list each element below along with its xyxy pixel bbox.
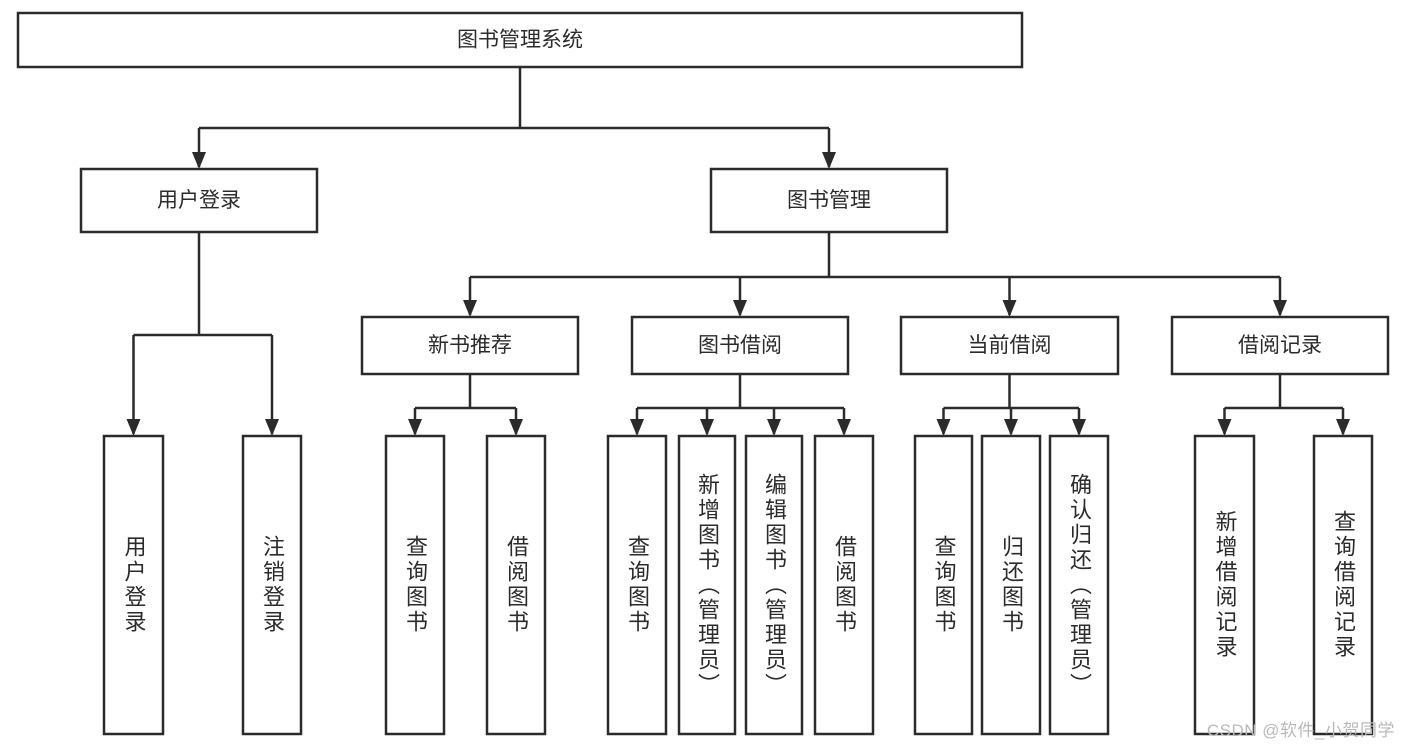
node-level3-label-0: 新书推荐 (428, 334, 512, 357)
arrow-head-icon (463, 300, 477, 317)
node-level2-box-0[interactable] (79, 167, 319, 234)
arrow-head-icon (1002, 300, 1017, 317)
node-level3-box-0[interactable] (360, 315, 580, 376)
arrow-head-icon (936, 419, 951, 436)
node-leaf-box-0[interactable] (102, 434, 165, 736)
node-leaf-box-1[interactable] (241, 434, 303, 736)
arrow-head-icon (126, 419, 141, 436)
node-root-label: 图书管理系统 (457, 29, 583, 52)
node-leaf-box-6[interactable] (744, 434, 804, 736)
boxes-layer (16, 11, 1390, 736)
arrow-head-icon (192, 152, 206, 169)
arrow-head-icon (1336, 419, 1350, 436)
arrow-head-icon (700, 419, 714, 436)
arrow-head-icon (767, 419, 781, 436)
node-leaf-box-5[interactable] (677, 434, 737, 736)
node-level2-box-1[interactable] (709, 167, 949, 234)
arrow-head-icon (837, 419, 851, 436)
arrow-head-icon (630, 419, 644, 436)
arrow-head-icon (1217, 419, 1232, 436)
node-leaf-box-8[interactable] (913, 434, 974, 736)
arrow-head-icon (822, 152, 836, 169)
node-leaf-box-2[interactable] (384, 434, 446, 736)
node-level3-box-2[interactable] (899, 315, 1120, 376)
node-leaf-box-7[interactable] (813, 434, 875, 736)
arrow-head-icon (1072, 419, 1086, 436)
arrow-head-icon (408, 419, 422, 436)
node-leaf-box-3[interactable] (485, 434, 547, 736)
arrow-head-icon (509, 419, 523, 436)
node-level3-box-1[interactable] (630, 315, 850, 376)
node-level2-label-0: 用户登录 (157, 189, 241, 212)
node-level3-label-2: 当前借阅 (968, 334, 1052, 357)
node-leaf-box-9[interactable] (980, 434, 1042, 736)
node-level3-box-3[interactable] (1170, 315, 1390, 376)
node-leaf-box-4[interactable] (606, 434, 668, 736)
arrow-head-icon (265, 419, 279, 436)
arrow-head-icon (1004, 419, 1018, 436)
node-level3-label-1: 图书借阅 (698, 334, 782, 357)
node-root-box[interactable] (16, 11, 1024, 69)
node-level2-label-1: 图书管理 (787, 189, 871, 212)
arrow-head-icon (733, 300, 747, 317)
node-leaf-box-12[interactable] (1312, 434, 1374, 736)
connectors-layer (126, 67, 1350, 436)
node-leaf-box-10[interactable] (1048, 434, 1110, 736)
arrow-head-icon (1273, 300, 1287, 317)
node-leaf-box-11[interactable] (1193, 434, 1256, 736)
node-level3-label-3: 借阅记录 (1238, 334, 1322, 357)
watermark-credit: CSDN @软件_小贺同学 (1206, 721, 1395, 740)
